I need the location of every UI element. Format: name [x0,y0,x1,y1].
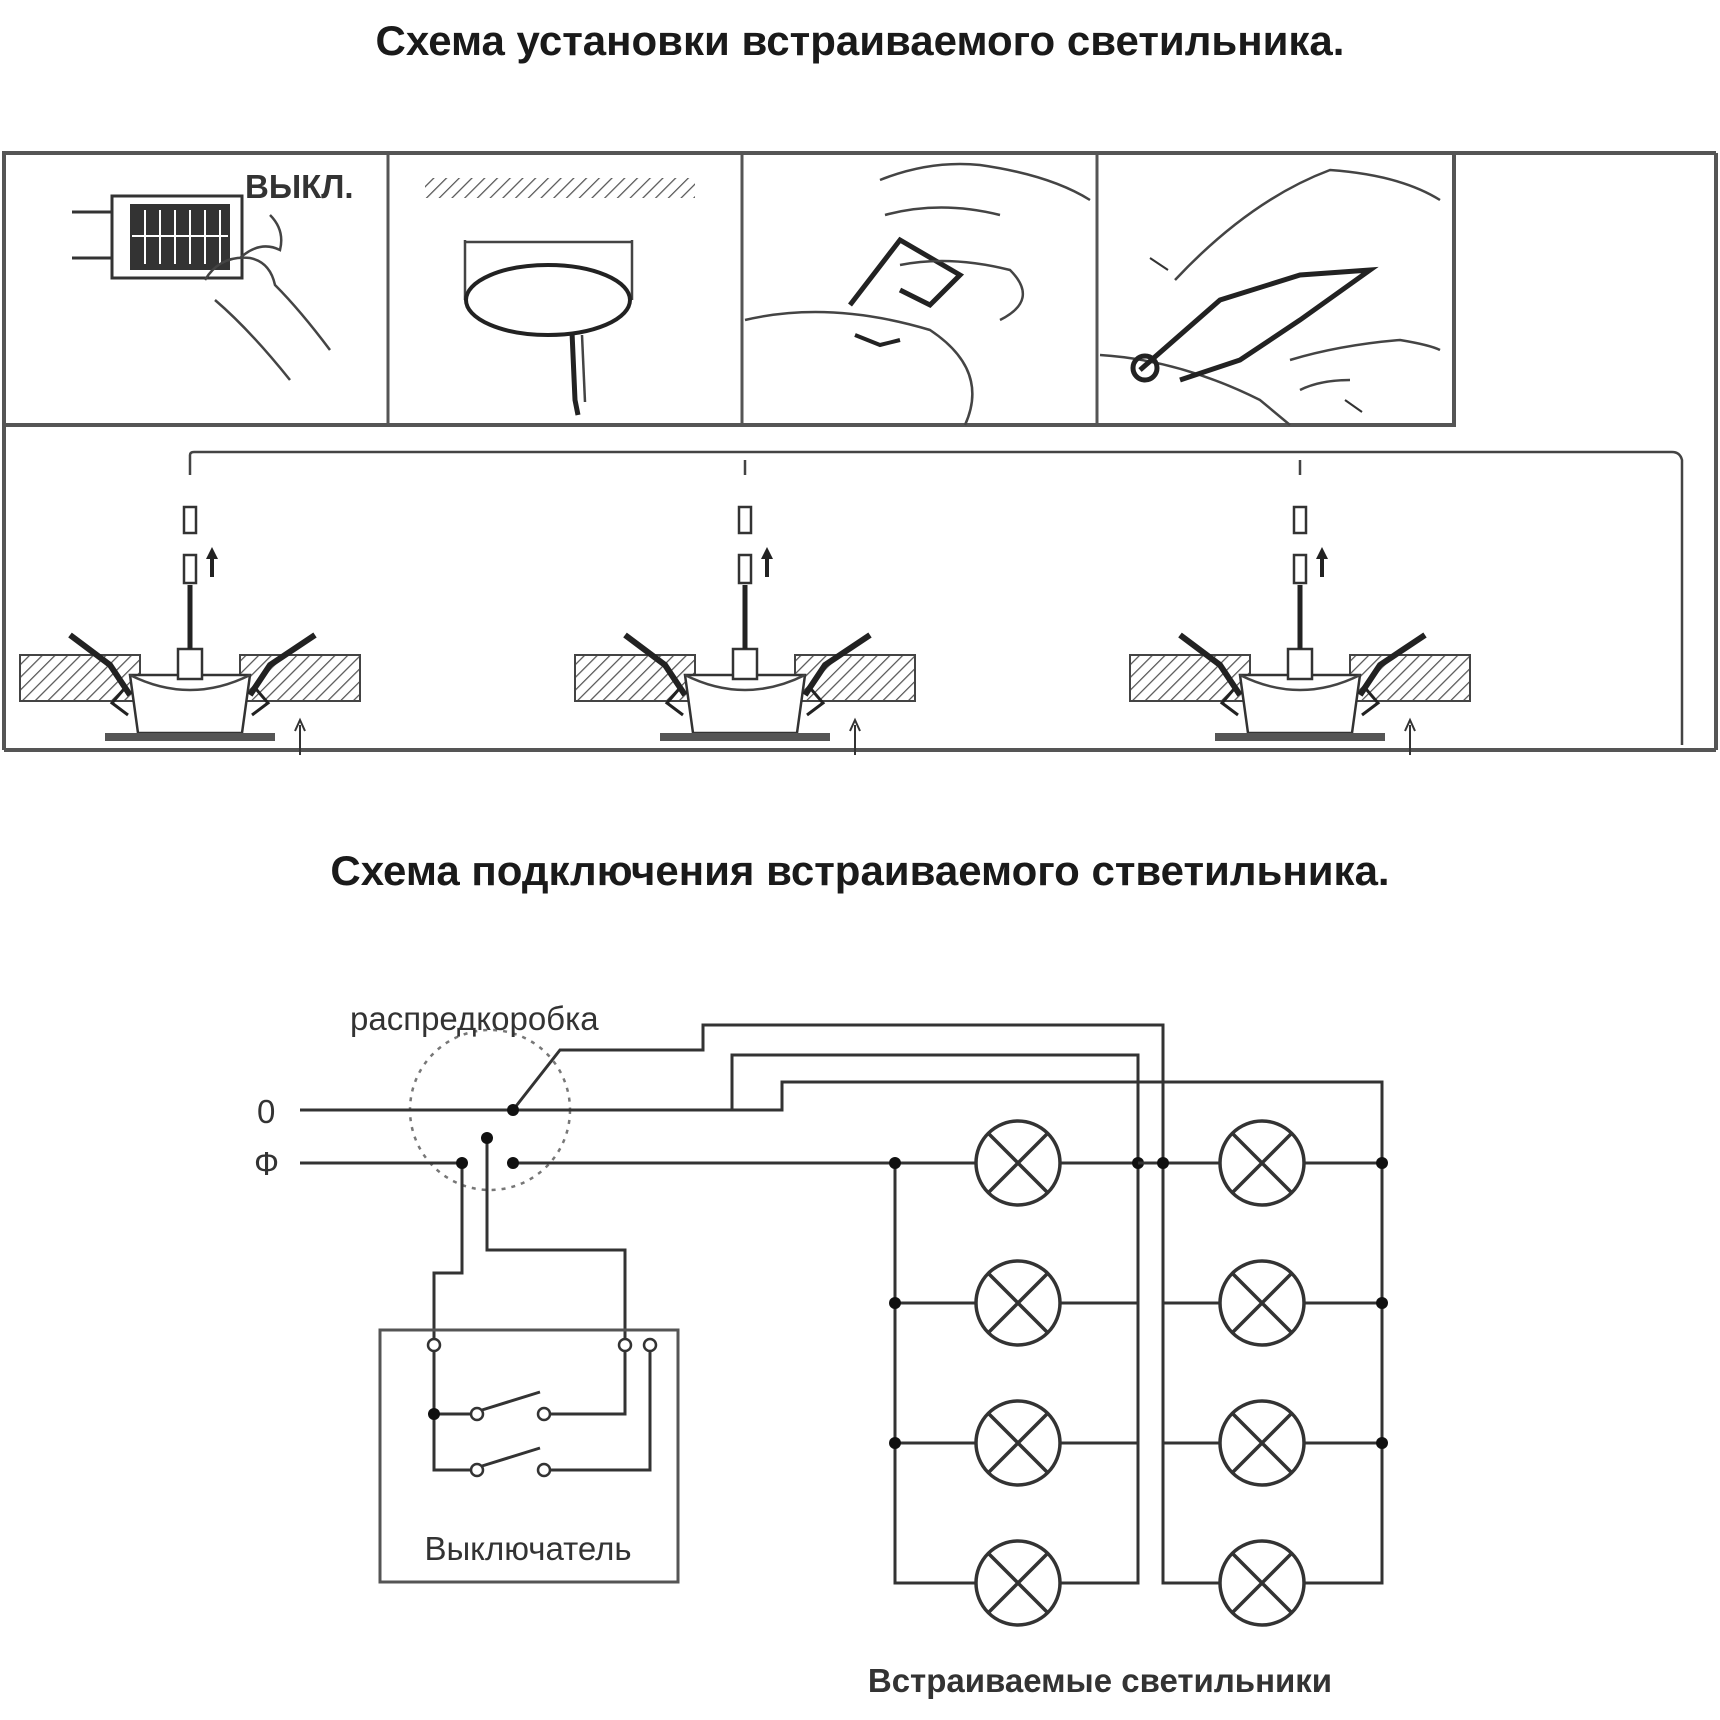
step-cut-hole [425,178,695,416]
step-connect-fixture [744,162,1091,426]
lamp-2-4 [1218,1539,1306,1627]
wiring-title: Схема подключения встраиваемого стветиль… [330,847,1389,894]
installation-title: Схема установки встраиваемого светильник… [376,17,1345,64]
lamp-1-4 [974,1539,1062,1627]
step-off-label: ВЫКЛ. [245,168,354,205]
junction-box-label: распредкоробка [350,1000,599,1037]
phase-label: Ф [254,1145,279,1182]
lamp-group-1 [889,1119,1144,1627]
lamp-group-2 [1138,1119,1388,1627]
switch-label: Выключатель [424,1530,631,1567]
lamp-1-3 [974,1399,1062,1487]
step-squeeze-clips [1099,168,1441,426]
step-power-off: ВЫКЛ. [72,168,354,381]
lamp-2-2 [1218,1259,1306,1347]
lamp-2-1 [1218,1119,1306,1207]
lamp-1-1 [974,1119,1062,1207]
switch-box [378,1328,680,1584]
fixture-1 [20,507,360,755]
fixtures-row [20,450,1684,755]
lamp-2-3 [1218,1399,1306,1487]
lamp-1-2 [974,1259,1062,1347]
neutral-label: 0 [257,1093,275,1130]
fixture-3 [1130,507,1470,755]
lamps-label: Встраиваемые светильники [868,1662,1332,1699]
wiring-schematic: распредкоробка 0 Ф Выключатель [254,1000,1388,1699]
installation-steps-panel [2,151,1718,752]
fixture-2 [575,507,915,755]
